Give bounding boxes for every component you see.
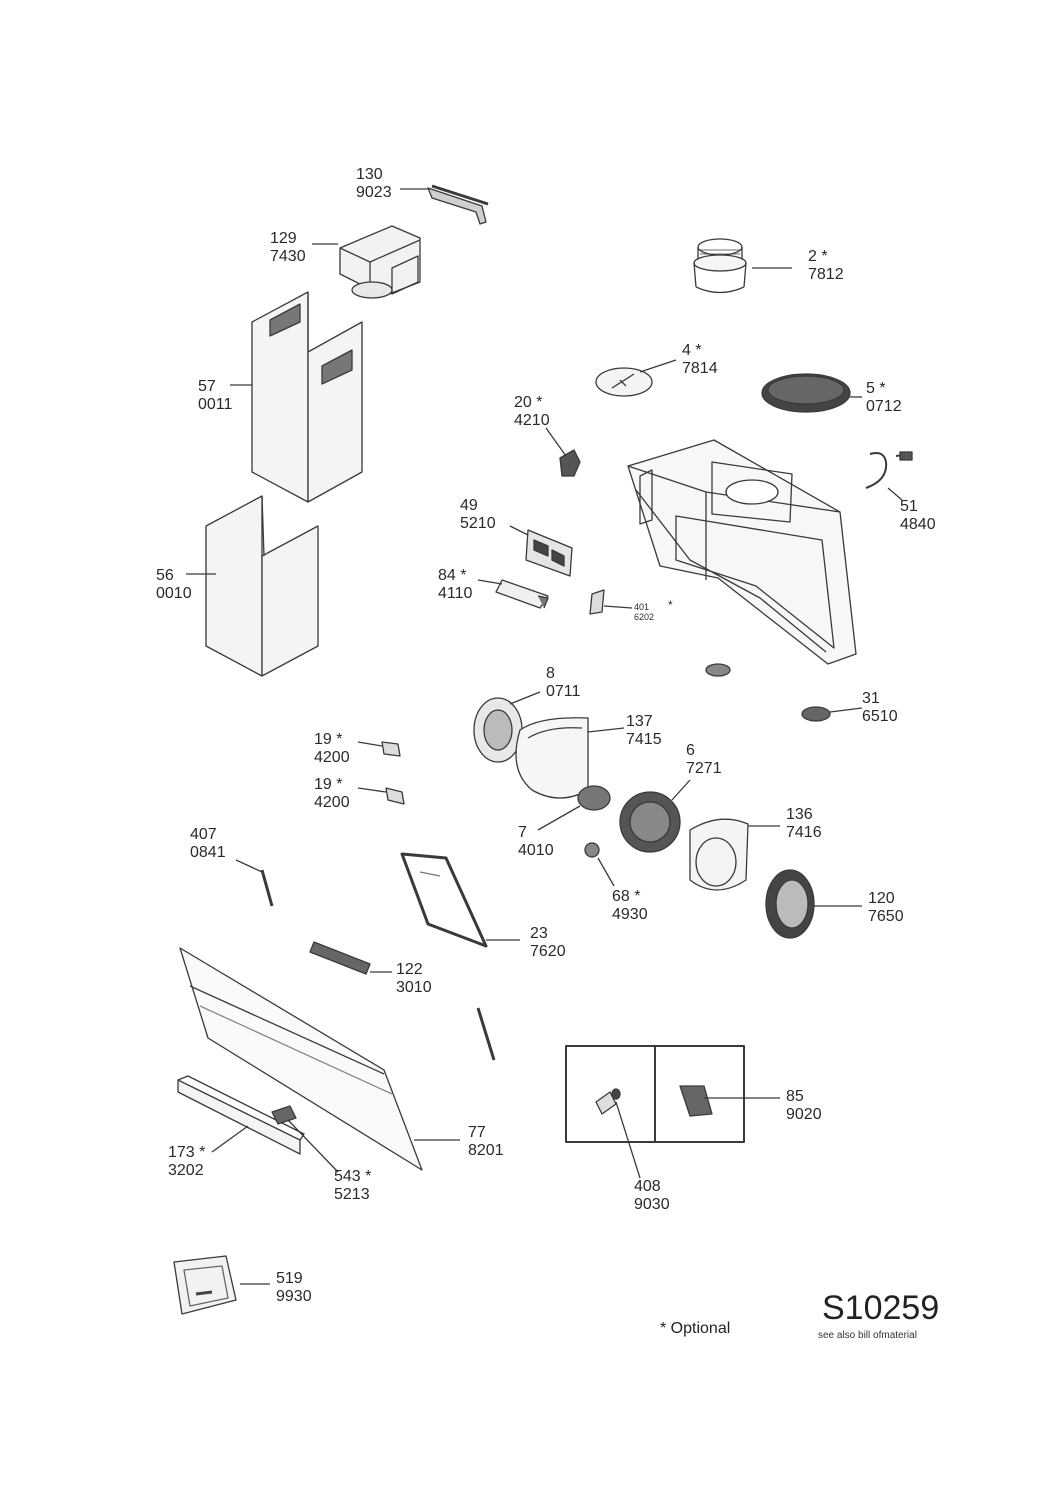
diagram-code: S10259 [822, 1289, 940, 1327]
part-8-inlet-cover [473, 697, 523, 763]
part-56-lower-chimney [205, 495, 319, 677]
gas-strut [476, 1007, 496, 1061]
part-19-lamp-b [385, 787, 405, 805]
accessory-box [565, 1045, 745, 1143]
part-130-bracket [427, 184, 489, 225]
main-hood-body [627, 439, 857, 665]
part-122-strip [309, 941, 371, 975]
part-4-disc [595, 367, 653, 397]
part-129-duct-adapter [339, 225, 421, 299]
part-84-lamp-cover [495, 579, 549, 609]
part-31-knob [801, 706, 831, 722]
part-77-glass-panel [179, 947, 423, 1171]
label-part-5: 5 *0712 [866, 380, 902, 415]
part-137-scroll-half [515, 717, 589, 799]
part-23-filter [400, 852, 488, 948]
label-part-4: 4 *7814 [682, 342, 718, 377]
label-part-401-optional-mark: * [668, 598, 673, 612]
part-543-bracket [271, 1105, 297, 1125]
part-19-lamp-a [381, 741, 401, 757]
part-401-switch [589, 589, 605, 615]
optional-note: * Optional [660, 1320, 731, 1337]
part-68-knob [584, 842, 600, 858]
part-7-motor [577, 785, 611, 811]
part-20-switch [559, 449, 581, 477]
part-136-scroll-half [689, 818, 749, 891]
part-49-control-board [525, 529, 573, 577]
part-6-fan-wheel [619, 791, 681, 853]
part-2-spigot [693, 238, 747, 294]
label-part-68: 68 *4930 [612, 888, 648, 923]
label-part-543: 543 *5213 [334, 1168, 372, 1203]
part-57-upper-chimney [251, 291, 363, 503]
part-519-fixing-bag [173, 1255, 237, 1315]
part-173-handle [177, 1075, 305, 1155]
label-part-19b: 19 *4200 [314, 776, 350, 811]
label-part-2: 2 *7812 [808, 248, 844, 283]
see-also-note: see also bill ofmaterial [818, 1330, 917, 1341]
label-part-84: 84 *4110 [438, 567, 473, 602]
part-407-bracket [260, 869, 274, 907]
label-part-19a: 19 *4200 [314, 731, 350, 766]
part-51-cable [865, 451, 913, 489]
part-120-grille [765, 869, 815, 939]
part-5-carbon-filter [761, 373, 851, 413]
label-part-20: 20 *4210 [514, 394, 550, 429]
label-part-173: 173 *3202 [168, 1144, 206, 1179]
hood-knob [705, 663, 731, 677]
